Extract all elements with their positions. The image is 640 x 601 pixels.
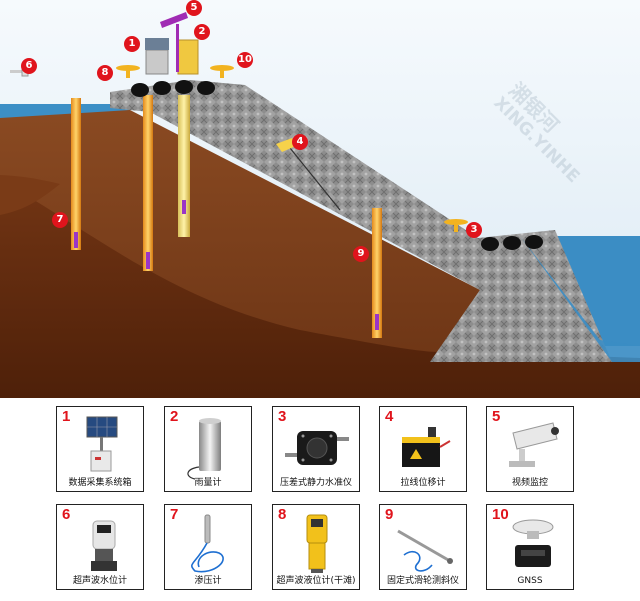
inclinometer-pipe-9: [372, 208, 382, 338]
card-label: 拉线位移计: [400, 478, 446, 488]
marker-9: 9: [353, 246, 369, 262]
card-label: 超声波液位计(干滩): [276, 576, 356, 586]
card-label: 数据采集系统箱: [68, 478, 132, 488]
rain-gauge: [177, 39, 199, 75]
marker-6: 6: [21, 58, 37, 74]
card-number: 6: [62, 506, 71, 523]
pipe-2: [178, 95, 190, 237]
card-rain-gauge: 2 雨量计: [164, 406, 252, 492]
marker-2: 2: [194, 24, 210, 40]
ultrasonic-level-gauge: [116, 65, 140, 78]
water-level-gauge-3: [444, 219, 468, 232]
card-number: 5: [492, 408, 501, 425]
card-label: 固定式滑轮测斜仪: [386, 576, 459, 586]
pipe-1: [143, 95, 153, 271]
device-legend-grid: 1 数据采集系统箱 2 雨量计 3: [0, 398, 640, 601]
card-data-acquisition-box: 1 数据采集系统箱: [56, 406, 144, 492]
dam-illustration: [0, 0, 640, 398]
inclinometer-icon: [397, 529, 453, 572]
marker-5: 5: [186, 0, 202, 16]
card-number: 1: [62, 408, 71, 425]
rain-gauge-icon: [187, 418, 221, 480]
card-number: 10: [492, 506, 509, 523]
gnss-antenna: [210, 65, 234, 78]
marker-10: 10: [237, 52, 253, 68]
card-number: 7: [170, 506, 179, 523]
card-label: 压差式静力水准仪: [279, 478, 352, 488]
card-label: 视频监控: [511, 478, 548, 488]
bedrock-layer: [0, 180, 640, 398]
data-box-icon: [86, 416, 118, 472]
card-number: 3: [278, 408, 287, 425]
piezometer-icon: [191, 514, 224, 573]
camera: [160, 12, 188, 28]
marker-3: 3: [466, 222, 482, 238]
card-label: 渗压计: [194, 576, 222, 586]
card-label: 雨量计: [194, 478, 222, 488]
wire-displacement-icon: [402, 427, 451, 467]
marker-7: 7: [52, 212, 68, 228]
card-ultrasonic-water-level: 6 超声波水位计: [56, 504, 144, 590]
card-ultrasonic-liquid-level: 8 超声波液位计(干滩): [272, 504, 360, 590]
ultrasonic-liquid-level-icon: [306, 514, 328, 573]
card-static-level: 3 压差式静力水准仪: [272, 406, 360, 492]
card-gnss: 10 GNSS: [486, 504, 574, 590]
marker-1: 1: [124, 36, 140, 52]
camera-icon: [509, 422, 559, 467]
card-number: 4: [385, 408, 394, 425]
card-number: 8: [278, 506, 287, 523]
card-label: 超声波水位计: [72, 576, 127, 586]
card-label: GNSS: [517, 576, 543, 586]
card-number: 9: [385, 506, 394, 523]
data-box: [145, 49, 169, 75]
dam-cross-section-diagram: 1 2 3 4 5 6 7 8 9 10 湘银河 XING.YINHE: [0, 0, 640, 398]
gnss-icon: [512, 519, 554, 567]
sensor-capsules-crest: [131, 80, 215, 97]
sensor-capsules-berm: [481, 235, 543, 251]
marker-4: 4: [292, 134, 308, 150]
card-number: 2: [170, 408, 179, 425]
wire-displacement-sensor: [276, 138, 296, 152]
card-inclinometer: 9 固定式滑轮测斜仪: [379, 504, 467, 590]
static-level-icon: [285, 431, 349, 465]
piezometer-pipe-7: [71, 98, 81, 250]
card-wire-displacement: 4 拉线位移计: [379, 406, 467, 492]
marker-8: 8: [97, 65, 113, 81]
card-piezometer: 7 渗压计: [164, 504, 252, 590]
ultrasonic-water-level-icon: [91, 520, 117, 571]
card-video-surveillance: 5 视频监控: [486, 406, 574, 492]
